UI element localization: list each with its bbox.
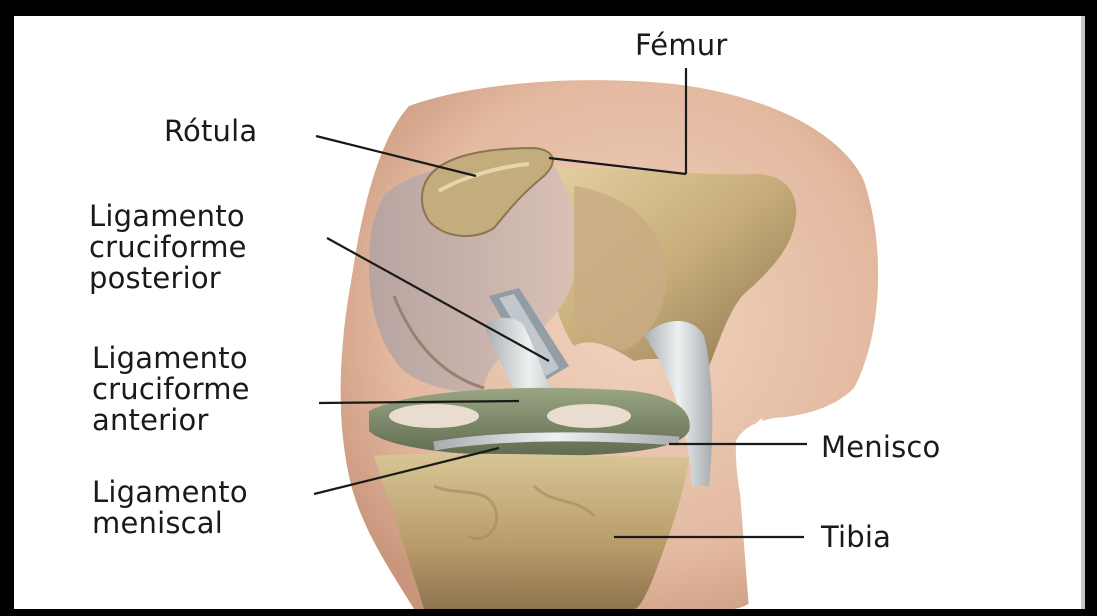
right-edge-shade — [1081, 16, 1085, 609]
diagram-panel: Fémur Rótula Ligamento cruciforme poster… — [14, 16, 1085, 609]
label-posterior-ligament-line2: cruciforme — [89, 231, 247, 264]
label-meniscal-ligament-line1: Ligamento — [92, 476, 248, 509]
label-rotula: Rótula — [164, 115, 257, 148]
label-posterior-ligament-line1: Ligamento — [89, 200, 245, 233]
label-posterior-ligament-line3: posterior — [89, 262, 221, 295]
label-menisco: Menisco — [821, 431, 941, 464]
label-meniscal-ligament-line2: meniscal — [92, 507, 223, 540]
label-anterior-ligament-line3: anterior — [92, 404, 209, 437]
label-anterior-ligament-line1: Ligamento — [92, 342, 248, 375]
label-femur: Fémur — [635, 29, 728, 62]
label-anterior-ligament-line2: cruciforme — [92, 373, 250, 406]
meniscus — [369, 388, 690, 456]
tibia-bone — [374, 454, 689, 609]
label-tibia: Tibia — [821, 521, 891, 554]
